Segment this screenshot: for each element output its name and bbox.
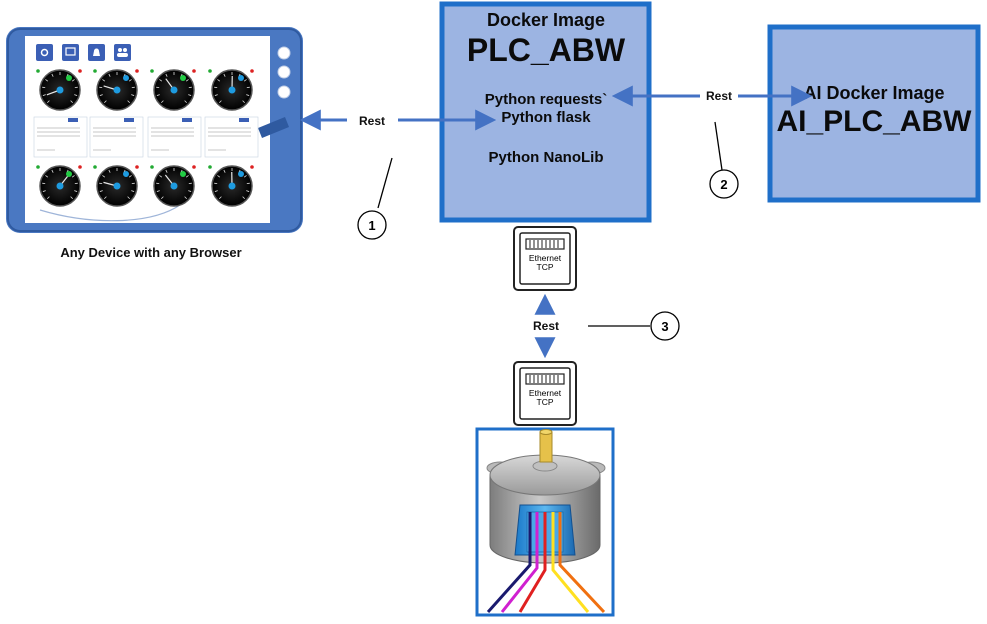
ethernet-port-top: Ethernet TCP <box>514 227 576 290</box>
rest-label-right: Rest <box>706 89 732 103</box>
ai-box-header: AI Docker Image <box>803 83 944 103</box>
plc-box-line1: Python requests` <box>485 91 608 108</box>
ai-docker-box: AI Docker Image AI_PLC_ABW <box>770 27 978 200</box>
tablet-button <box>278 66 290 78</box>
marker-2-label: 2 <box>720 177 727 192</box>
marker-1-label: 1 <box>368 218 375 233</box>
plc-box-line2: Python flask <box>501 109 591 126</box>
stepper-motor <box>477 429 613 615</box>
gear-icon <box>36 44 53 61</box>
marker-leader-1 <box>378 158 392 208</box>
marker-3-label: 3 <box>661 319 668 334</box>
tablet-button <box>278 86 290 98</box>
marker-2: 2 <box>710 170 738 198</box>
rest-label-left: Rest <box>359 114 385 128</box>
device-caption: Any Device with any Browser <box>60 245 241 260</box>
marker-1: 1 <box>358 211 386 239</box>
tablet-button <box>278 47 290 59</box>
ai-box-name: AI_PLC_ABW <box>776 105 972 138</box>
plc-box-header: Docker Image <box>487 10 605 30</box>
ethernet-top-line2: TCP <box>537 262 554 272</box>
plc-box-line3: Python NanoLib <box>489 149 604 166</box>
users-icon <box>114 44 131 61</box>
rest-label-bottom: Rest <box>533 319 559 333</box>
tablet-device <box>6 27 303 233</box>
ethernet-port-bottom: Ethernet TCP <box>514 362 576 425</box>
marker-3: 3 <box>651 312 679 340</box>
ethernet-bottom-line2: TCP <box>537 397 554 407</box>
marker-leader-2 <box>715 122 722 170</box>
image-icon <box>62 44 79 61</box>
plc-docker-box: Docker Image PLC_ABW Python requests` Py… <box>442 4 649 220</box>
plc-box-name: PLC_ABW <box>467 32 626 68</box>
